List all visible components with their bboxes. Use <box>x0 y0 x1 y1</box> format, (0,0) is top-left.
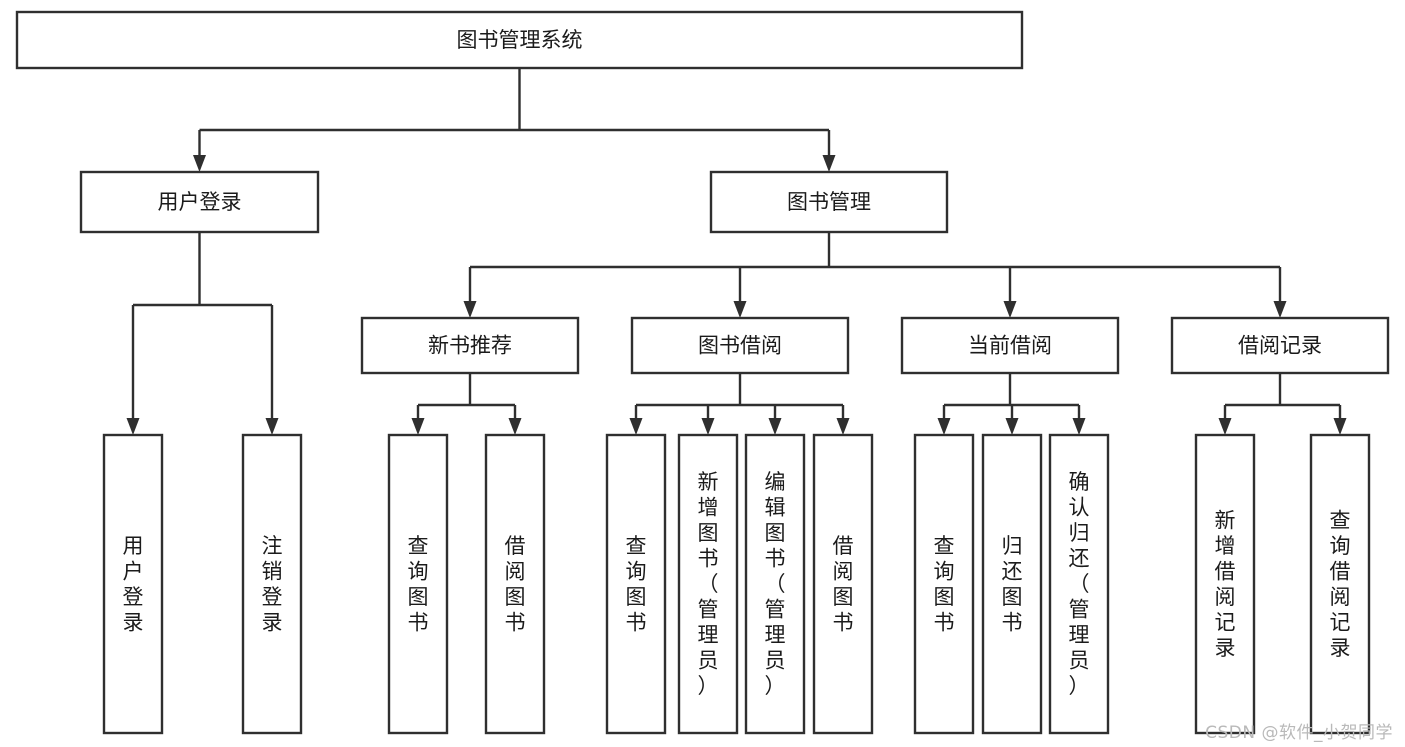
arrow-head-leaf-query-book-3 <box>937 418 951 435</box>
node-box-borrow-record <box>1170 316 1390 375</box>
node-new-book-recommend[interactable]: 新书推荐 <box>360 316 580 375</box>
node-book-borrow[interactable]: 图书借阅 <box>630 316 850 375</box>
node-leaf-edit-book[interactable]: 编辑图书（管理员） <box>744 433 806 735</box>
node-label-leaf-query-record: 查询借阅记录 <box>1330 508 1351 660</box>
connector-group-book-borrow <box>629 373 850 435</box>
node-box-leaf-borrow-book-2 <box>812 433 874 735</box>
node-leaf-return-book[interactable]: 归还图书 <box>981 433 1043 735</box>
arrow-head-book-borrow <box>733 301 747 318</box>
node-label-leaf-add-record: 新增借阅记录 <box>1215 508 1236 660</box>
node-box-root <box>15 10 1024 70</box>
node-box-leaf-user-login <box>102 433 164 735</box>
node-label-leaf-add-book: 新增图书（管理员） <box>698 470 719 698</box>
node-box-leaf-borrow-book-1 <box>484 433 546 735</box>
node-current-borrow[interactable]: 当前借阅 <box>900 316 1120 375</box>
arrow-head-leaf-edit-book <box>768 418 782 435</box>
node-label-borrow-record: 借阅记录 <box>1238 334 1322 358</box>
node-leaf-query-book-2[interactable]: 查询图书 <box>605 433 667 735</box>
node-box-leaf-query-book-2 <box>605 433 667 735</box>
node-borrow-record[interactable]: 借阅记录 <box>1170 316 1390 375</box>
arrow-head-user-login <box>193 155 206 172</box>
arrow-head-leaf-user-login <box>126 418 140 435</box>
node-label-leaf-confirm-return: 确认归还（管理员） <box>1069 470 1090 698</box>
arrow-head-book-management <box>822 155 836 172</box>
arrow-head-leaf-query-record <box>1333 418 1347 435</box>
node-leaf-borrow-book-2[interactable]: 借阅图书 <box>812 433 874 735</box>
node-leaf-borrow-book-1[interactable]: 借阅图书 <box>484 433 546 735</box>
node-label-leaf-logout: 注销登录 <box>262 534 283 635</box>
arrow-head-leaf-return-book <box>1005 418 1019 435</box>
node-box-leaf-confirm-return <box>1048 433 1110 735</box>
node-label-leaf-query-book-3: 查询图书 <box>934 534 955 635</box>
node-label-new-book-recommend: 新书推荐 <box>428 334 512 358</box>
node-label-book-borrow: 图书借阅 <box>698 334 782 358</box>
node-box-leaf-query-book-3 <box>913 433 975 735</box>
arrow-head-leaf-borrow-book-1 <box>508 418 522 435</box>
node-box-leaf-add-record <box>1194 433 1256 735</box>
node-label-leaf-borrow-book-1: 借阅图书 <box>505 534 526 635</box>
arrow-head-leaf-add-record <box>1218 418 1232 435</box>
node-leaf-query-book-3[interactable]: 查询图书 <box>913 433 975 735</box>
arrow-head-leaf-query-book-2 <box>629 418 643 435</box>
node-label-current-borrow: 当前借阅 <box>968 334 1052 358</box>
node-box-leaf-edit-book <box>744 433 806 735</box>
node-leaf-query-book-1[interactable]: 查询图书 <box>387 433 449 735</box>
connector-group-user-login <box>126 232 279 435</box>
connector-group-current-borrow <box>937 373 1086 435</box>
node-box-book-borrow <box>630 316 850 375</box>
arrow-head-leaf-query-book-1 <box>411 418 425 435</box>
arrow-head-borrow-record <box>1273 301 1287 318</box>
node-label-leaf-query-book-1: 查询图书 <box>408 534 429 635</box>
node-leaf-user-login[interactable]: 用户登录 <box>102 433 164 735</box>
node-label-leaf-edit-book: 编辑图书（管理员） <box>765 470 786 698</box>
node-box-leaf-logout <box>241 433 303 735</box>
node-leaf-logout[interactable]: 注销登录 <box>241 433 303 735</box>
connector-group-book-management <box>463 232 1287 318</box>
node-leaf-add-book[interactable]: 新增图书（管理员） <box>677 433 739 735</box>
node-label-leaf-return-book: 归还图书 <box>1002 534 1023 635</box>
node-label-root: 图书管理系统 <box>457 28 583 52</box>
node-box-leaf-add-book <box>677 433 739 735</box>
node-box-leaf-return-book <box>981 433 1043 735</box>
connector-layer <box>126 68 1347 435</box>
node-box-book-management <box>709 170 949 234</box>
connector-group-root <box>193 68 836 172</box>
node-label-leaf-user-login: 用户登录 <box>123 534 144 635</box>
node-leaf-confirm-return[interactable]: 确认归还（管理员） <box>1048 433 1110 735</box>
arrow-head-leaf-confirm-return <box>1072 418 1086 435</box>
node-label-leaf-query-book-2: 查询图书 <box>626 534 647 635</box>
node-label-leaf-borrow-book-2: 借阅图书 <box>833 534 854 635</box>
arrow-head-current-borrow <box>1003 301 1017 318</box>
node-label-user-login: 用户登录 <box>158 190 242 214</box>
node-box-leaf-query-book-1 <box>387 433 449 735</box>
arrow-head-leaf-add-book <box>701 418 715 435</box>
node-label-book-management: 图书管理 <box>787 190 871 214</box>
arrow-head-new-book-recommend <box>463 301 477 318</box>
connector-group-borrow-record <box>1218 373 1347 435</box>
node-leaf-add-record[interactable]: 新增借阅记录 <box>1194 433 1256 735</box>
node-root[interactable]: 图书管理系统 <box>15 10 1024 70</box>
node-box-new-book-recommend <box>360 316 580 375</box>
node-book-management[interactable]: 图书管理 <box>709 170 949 234</box>
connector-group-new-book-recommend <box>411 373 522 435</box>
node-leaf-query-record[interactable]: 查询借阅记录 <box>1309 433 1371 735</box>
arrow-head-leaf-borrow-book-2 <box>836 418 850 435</box>
node-box-leaf-query-record <box>1309 433 1371 735</box>
node-layer: 图书管理系统用户登录图书管理新书推荐图书借阅当前借阅借阅记录用户登录注销登录查询… <box>15 10 1390 735</box>
node-box-current-borrow <box>900 316 1120 375</box>
node-user-login[interactable]: 用户登录 <box>79 170 320 234</box>
arrow-head-leaf-logout <box>265 418 279 435</box>
node-box-user-login <box>79 170 320 234</box>
